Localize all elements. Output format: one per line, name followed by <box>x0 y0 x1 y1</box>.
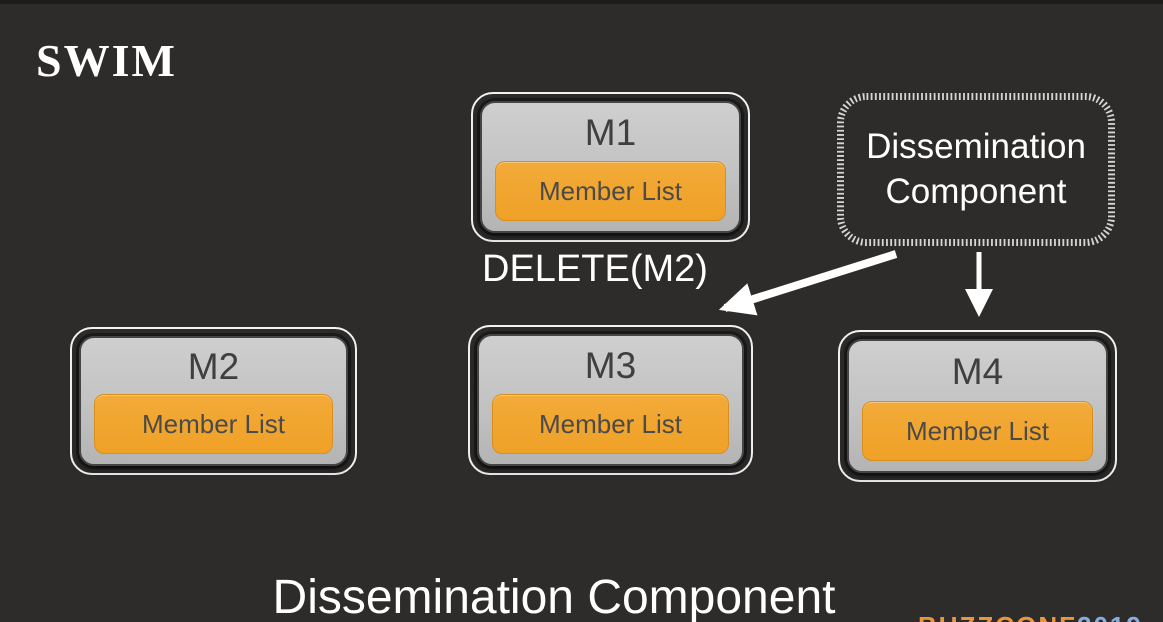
arrow-dissemination-to-m3 <box>718 250 898 316</box>
node-m3-label: M3 <box>584 345 637 386</box>
dissemination-component-label: Dissemination Component <box>836 92 1116 247</box>
slide-caption: Dissemination Component <box>272 571 836 622</box>
node-m3-body: M3 Member List <box>477 334 744 466</box>
dissemination-line2: Component <box>885 171 1067 211</box>
node-m1-body: M1 Member List <box>480 101 741 233</box>
node-m2: M2 Member List <box>70 327 357 475</box>
watermark-blue-text: 2019 <box>1077 611 1143 622</box>
node-m2-label: M2 <box>187 346 240 387</box>
node-m1: M1 Member List <box>471 92 750 242</box>
node-m2-body: M2 Member List <box>79 336 348 466</box>
node-m1-label: M1 <box>584 112 637 153</box>
node-m4-label: M4 <box>951 351 1004 392</box>
node-m3-member-list: Member List <box>492 394 729 454</box>
node-m1-member-list: Member List <box>495 161 726 221</box>
node-m4-member-list: Member List <box>862 401 1093 461</box>
top-edge-strip <box>0 0 1163 4</box>
node-m2-member-list: Member List <box>94 394 333 454</box>
watermark-orange-text: BUZZCONF <box>918 611 1077 622</box>
node-m3: M3 Member List <box>468 325 753 475</box>
delete-m2-label: DELETE(M2) <box>482 248 708 290</box>
dissemination-component-box: Dissemination Component <box>836 92 1116 247</box>
node-m4: M4 Member List <box>838 330 1117 482</box>
conference-watermark: BUZZCONF2019 <box>918 611 1143 622</box>
hatched-border <box>837 93 1115 246</box>
dissemination-line1: Dissemination <box>866 127 1086 167</box>
node-m4-body: M4 Member List <box>847 339 1108 473</box>
slide-title: SWIM <box>36 35 177 86</box>
